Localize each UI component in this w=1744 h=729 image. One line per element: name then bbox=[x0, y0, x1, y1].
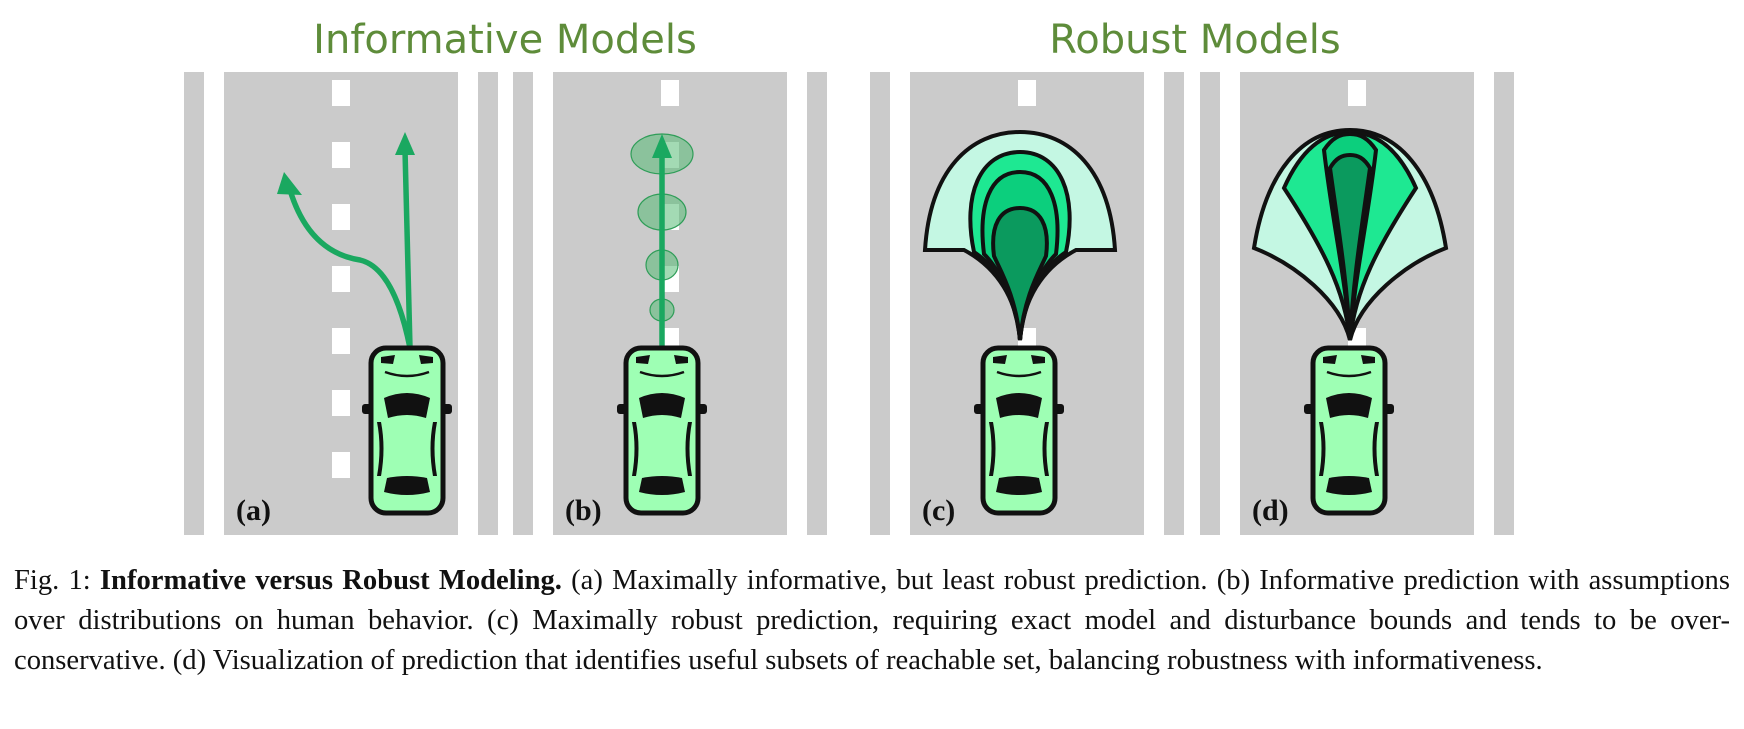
caption-prefix: Fig. 1: bbox=[14, 565, 100, 596]
panel-label: (a) bbox=[236, 494, 271, 527]
road-shoulder-right bbox=[1164, 72, 1184, 535]
reachable-set-core bbox=[991, 205, 1049, 341]
lane-dash bbox=[1018, 80, 1036, 106]
lane-dash bbox=[1348, 80, 1366, 106]
figure-caption: Fig. 1: Informative versus Robust Modeli… bbox=[14, 561, 1730, 681]
panel-3: (c) bbox=[870, 72, 1184, 535]
road-shoulder-left bbox=[870, 72, 890, 535]
lane-dash bbox=[332, 80, 350, 106]
figure-panels: (a) (b) (c) (d) bbox=[184, 72, 1514, 535]
ego-car bbox=[1304, 348, 1394, 513]
road-shoulder-right bbox=[478, 72, 498, 535]
lane-dash bbox=[661, 80, 679, 106]
ego-car bbox=[617, 348, 707, 513]
robust-models-title: Robust Models bbox=[1049, 17, 1341, 63]
curved-trajectory-arrow bbox=[287, 189, 413, 349]
subset-core-wedge bbox=[1327, 152, 1373, 341]
informative-models-title: Informative Models bbox=[313, 17, 697, 63]
curved-trajectory-arrowhead bbox=[277, 172, 302, 195]
lane-dash bbox=[332, 390, 350, 416]
straight-trajectory-arrow bbox=[402, 149, 413, 349]
road-shoulder-right bbox=[1494, 72, 1514, 535]
road-shoulder-left bbox=[513, 72, 533, 535]
caption-bold-title: Informative versus Robust Modeling. bbox=[99, 565, 562, 596]
lane-dash bbox=[332, 266, 350, 292]
lane-dash bbox=[332, 452, 350, 478]
panel-label: (c) bbox=[922, 494, 955, 527]
straight-trajectory-arrowhead bbox=[395, 132, 415, 155]
panel-label: (b) bbox=[565, 494, 602, 527]
prediction-arrowhead bbox=[652, 134, 672, 158]
ego-car bbox=[362, 348, 452, 513]
lane-dash bbox=[332, 204, 350, 230]
panel-2: (b) bbox=[513, 72, 827, 535]
panel-1: (a) bbox=[184, 72, 498, 535]
panel-label: (d) bbox=[1252, 494, 1289, 527]
road-shoulder-left bbox=[184, 72, 204, 535]
road-shoulder-right bbox=[807, 72, 827, 535]
caption-body: (a) Maximally informative, but least rob… bbox=[14, 565, 1730, 676]
panel-4: (d) bbox=[1200, 72, 1514, 535]
ego-car bbox=[974, 348, 1064, 513]
lane-dash bbox=[332, 142, 350, 168]
road-shoulder-left bbox=[1200, 72, 1220, 535]
lane-dash bbox=[332, 328, 350, 354]
